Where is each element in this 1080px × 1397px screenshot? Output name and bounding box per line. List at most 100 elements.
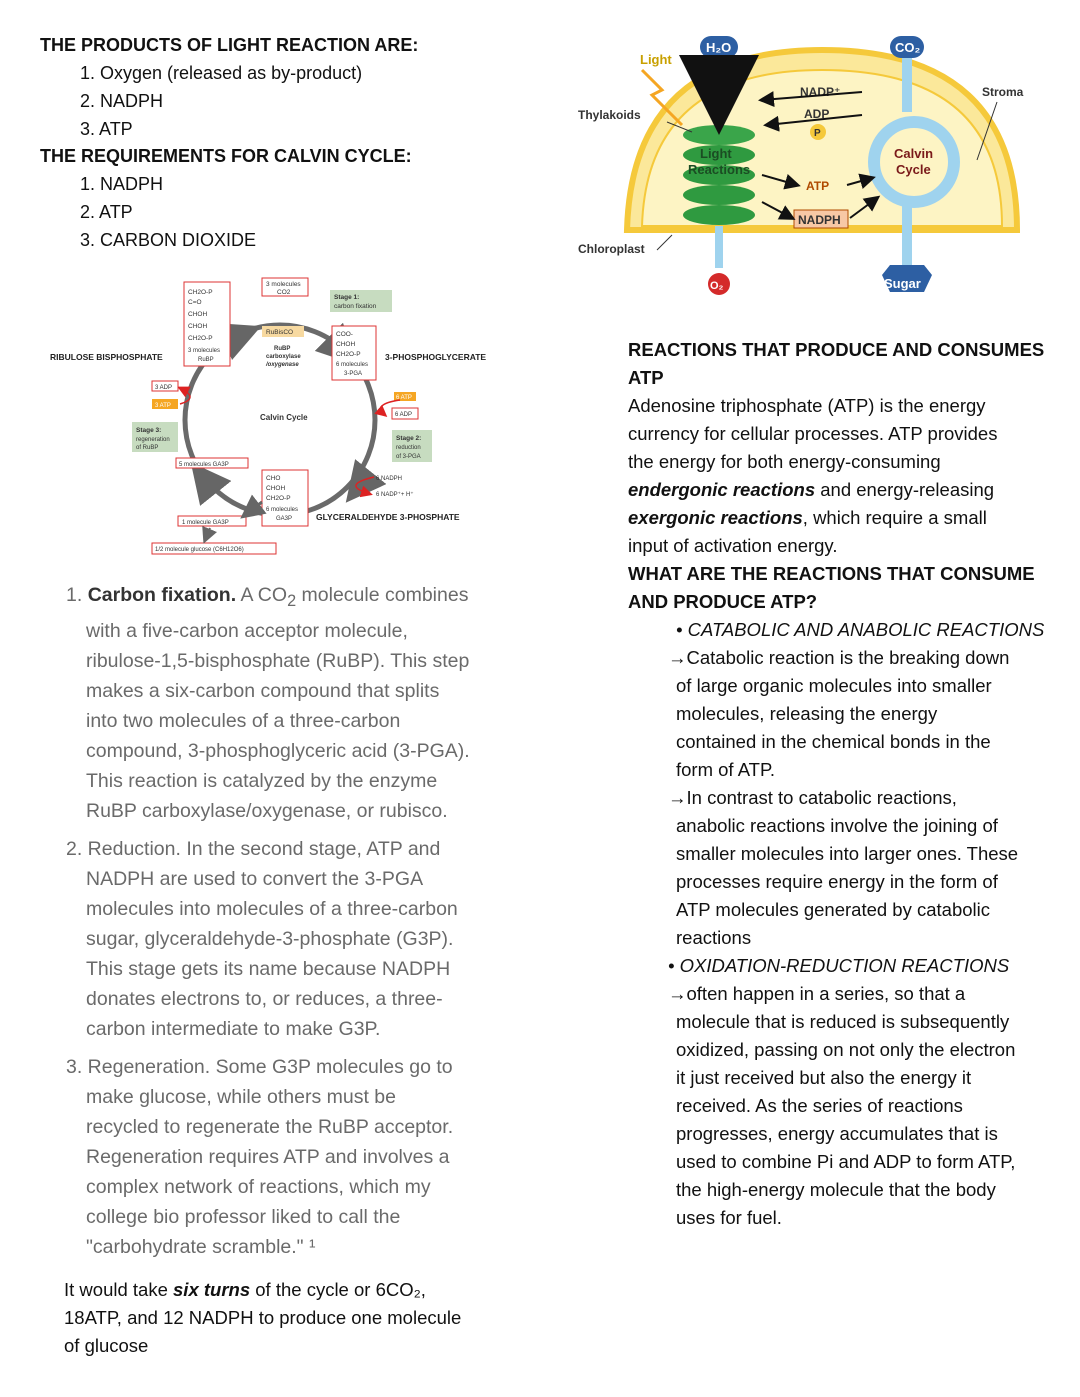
g3p-box: [261, 469, 309, 527]
step-line: 3. Regeneration. Some G3P molecules go t…: [66, 1055, 453, 1078]
thylakoid-disc: [683, 125, 755, 145]
svg-text:3 molecules: 3 molecules: [188, 348, 220, 354]
chloroplast-label: Chloroplast: [578, 242, 645, 256]
svg-text:COO-: COO-: [336, 331, 353, 338]
atp-label: ATP: [806, 179, 829, 193]
step-line: carbon intermediate to make G3P.: [86, 1017, 381, 1040]
adp6-badge: [391, 407, 419, 420]
light-wave: [640, 68, 684, 127]
svg-text:CH2O-P: CH2O-P: [336, 351, 361, 358]
requirements-item: 2. ATP: [80, 202, 133, 222]
step-line: compound, 3-phosphoglyceric acid (3-PGA)…: [86, 739, 470, 762]
nadp6-label: 6 NADP⁺+ H⁺: [376, 491, 414, 498]
requirements-item: 1. NADPH: [80, 174, 164, 194]
step-line: 1. Carbon fixation. A CO2 molecule combi…: [66, 584, 469, 610]
products-item: 3. ATP: [80, 119, 133, 139]
stage1-text: carbon fixation: [334, 303, 377, 310]
svg-text:5 molecules GA3P: 5 molecules GA3P: [179, 462, 229, 468]
svg-text:H₂O: H₂O: [706, 40, 731, 55]
enzyme-text: /oxygenase: [265, 362, 299, 368]
svg-text:6 ADP: 6 ADP: [395, 412, 412, 418]
step-line: complex network of reactions, which my: [86, 1175, 431, 1198]
light-reactions-label: Light: [700, 146, 732, 161]
calvin-ring: [868, 116, 960, 208]
atp6-badge: [394, 392, 416, 401]
h2o-badge: [700, 36, 738, 58]
pga-box: [331, 325, 377, 381]
requirements-heading: THE REQUIREMENTS FOR CALVIN CYCLE:: [40, 146, 412, 166]
svg-text:6 ATP: 6 ATP: [396, 395, 412, 401]
requirements-item: 3. CARBON DIOXIDE: [80, 230, 257, 250]
g3p-label: GLYCERALDEHYDE 3-PHOSPHATE: [316, 512, 460, 522]
calvin-label: Cycle: [896, 162, 931, 177]
step-line: sugar, glyceraldehyde-3-phosphate (G3P).: [86, 927, 454, 950]
svg-text:O₂: O₂: [710, 280, 724, 292]
svg-text:reduction: reduction: [396, 445, 421, 451]
thylakoids-label: Thylakoids: [578, 108, 641, 122]
co2-box-text: CO2: [277, 289, 291, 296]
svg-text:C=O: C=O: [188, 299, 202, 306]
svg-text:regeneration: regeneration: [136, 437, 170, 443]
svg-text:GA3P: GA3P: [276, 516, 292, 522]
step-line: ribulose-1,5-bisphosphate (RuBP). This s…: [86, 649, 470, 672]
svg-text:CO₂: CO₂: [895, 40, 921, 55]
svg-text:1/2 molecule glucose (C6H12O6): 1/2 molecule glucose (C6H12O6): [155, 547, 244, 553]
pga-label: 3-PHOSPHOGLYCERATE: [385, 352, 486, 362]
products-item: 2. NADPH: [80, 91, 164, 111]
svg-text:Sugar: Sugar: [884, 276, 921, 291]
svg-text:Stage 3:: Stage 3:: [136, 427, 161, 434]
step-line: This stage gets its name because NADPH: [86, 957, 451, 980]
calvin-cycle-diagram: Calvin Cycle RIBULOSE BISPHOSPHATE 3-PHO…: [50, 277, 486, 555]
step-line: Regeneration requires ATP and involves a: [86, 1145, 450, 1168]
stage3-box: [132, 422, 178, 452]
products-item: 1. Oxygen (released as by-product): [80, 63, 363, 83]
section-heading: ATP: [628, 367, 664, 388]
step-line: into two molecules of a three-carbon: [86, 709, 401, 732]
rubisco-box: [262, 326, 304, 337]
atp3-badge: [152, 399, 178, 409]
ga3p5-box: [175, 457, 249, 469]
adp3-badge: [151, 380, 179, 392]
svg-text:CHOH: CHOH: [266, 485, 285, 492]
bullet-item: • CATABOLIC AND ANABOLIC REACTIONS: [676, 619, 1045, 640]
atp-section: REACTIONS THAT PRODUCE AND CONSUMES ATP …: [628, 336, 1058, 1232]
svg-text:CH2O-P: CH2O-P: [188, 289, 213, 296]
rubp-box: [183, 281, 231, 367]
step-line: NADPH are used to convert the 3-PGA: [86, 867, 424, 890]
svg-text:RuBP: RuBP: [198, 357, 214, 363]
svg-text:NADPH: NADPH: [798, 213, 841, 227]
step-line: with a five-carbon acceptor molecule,: [86, 619, 408, 642]
calvin-steps: 1. Carbon fixation. A CO2 molecule combi…: [66, 580, 506, 1262]
step-line: This reaction is catalyzed by the enzyme: [86, 769, 438, 792]
svg-text:of RuBP: of RuBP: [136, 445, 158, 451]
co2-box-text: 3 molecules: [266, 281, 301, 288]
step-line: "carbohydrate scramble." ¹: [86, 1235, 316, 1258]
svg-text:CH2O-P: CH2O-P: [188, 335, 213, 342]
svg-text:3 ADP: 3 ADP: [155, 385, 172, 391]
rubisco-text: RuBisCO: [266, 329, 293, 336]
step-line: donates electrons to, or reduces, a thre…: [86, 987, 443, 1010]
light-reactions-label: Reactions: [688, 162, 750, 177]
step-line: makes a six-carbon compound that splits: [86, 679, 440, 702]
chloroplast-diagram: Light Reactions Calvin Cycle Light H₂O C…: [578, 36, 1024, 295]
svg-text:3-PGA: 3-PGA: [344, 371, 362, 377]
o2-badge: [708, 273, 730, 295]
products-heading: THE PRODUCTS OF LIGHT REACTION ARE:: [40, 35, 419, 55]
svg-text:Stage 2:: Stage 2:: [396, 435, 421, 442]
co2-badge: [890, 36, 924, 58]
svg-text:6 molecules: 6 molecules: [336, 362, 368, 368]
adp-label: ADP: [804, 107, 829, 121]
stage2-box: [392, 430, 432, 462]
svg-text:CHOH: CHOH: [188, 311, 207, 318]
step-line: RuBP carboxylase/oxygenase, or rubisco.: [86, 799, 448, 822]
enzyme-text: carboxylase: [266, 354, 301, 360]
svg-text:CHO: CHO: [266, 475, 280, 482]
svg-text:6 molecules: 6 molecules: [266, 507, 298, 513]
step-line: college bio professor liked to call the: [86, 1205, 401, 1228]
sugar-badge: [882, 265, 932, 292]
co2-box: [261, 277, 309, 297]
stage1-box: [330, 290, 392, 312]
step-line: make glucose, while others must be: [86, 1085, 396, 1108]
svg-text:CHOH: CHOH: [336, 341, 355, 348]
enzyme-text: RuBP: [274, 346, 290, 352]
